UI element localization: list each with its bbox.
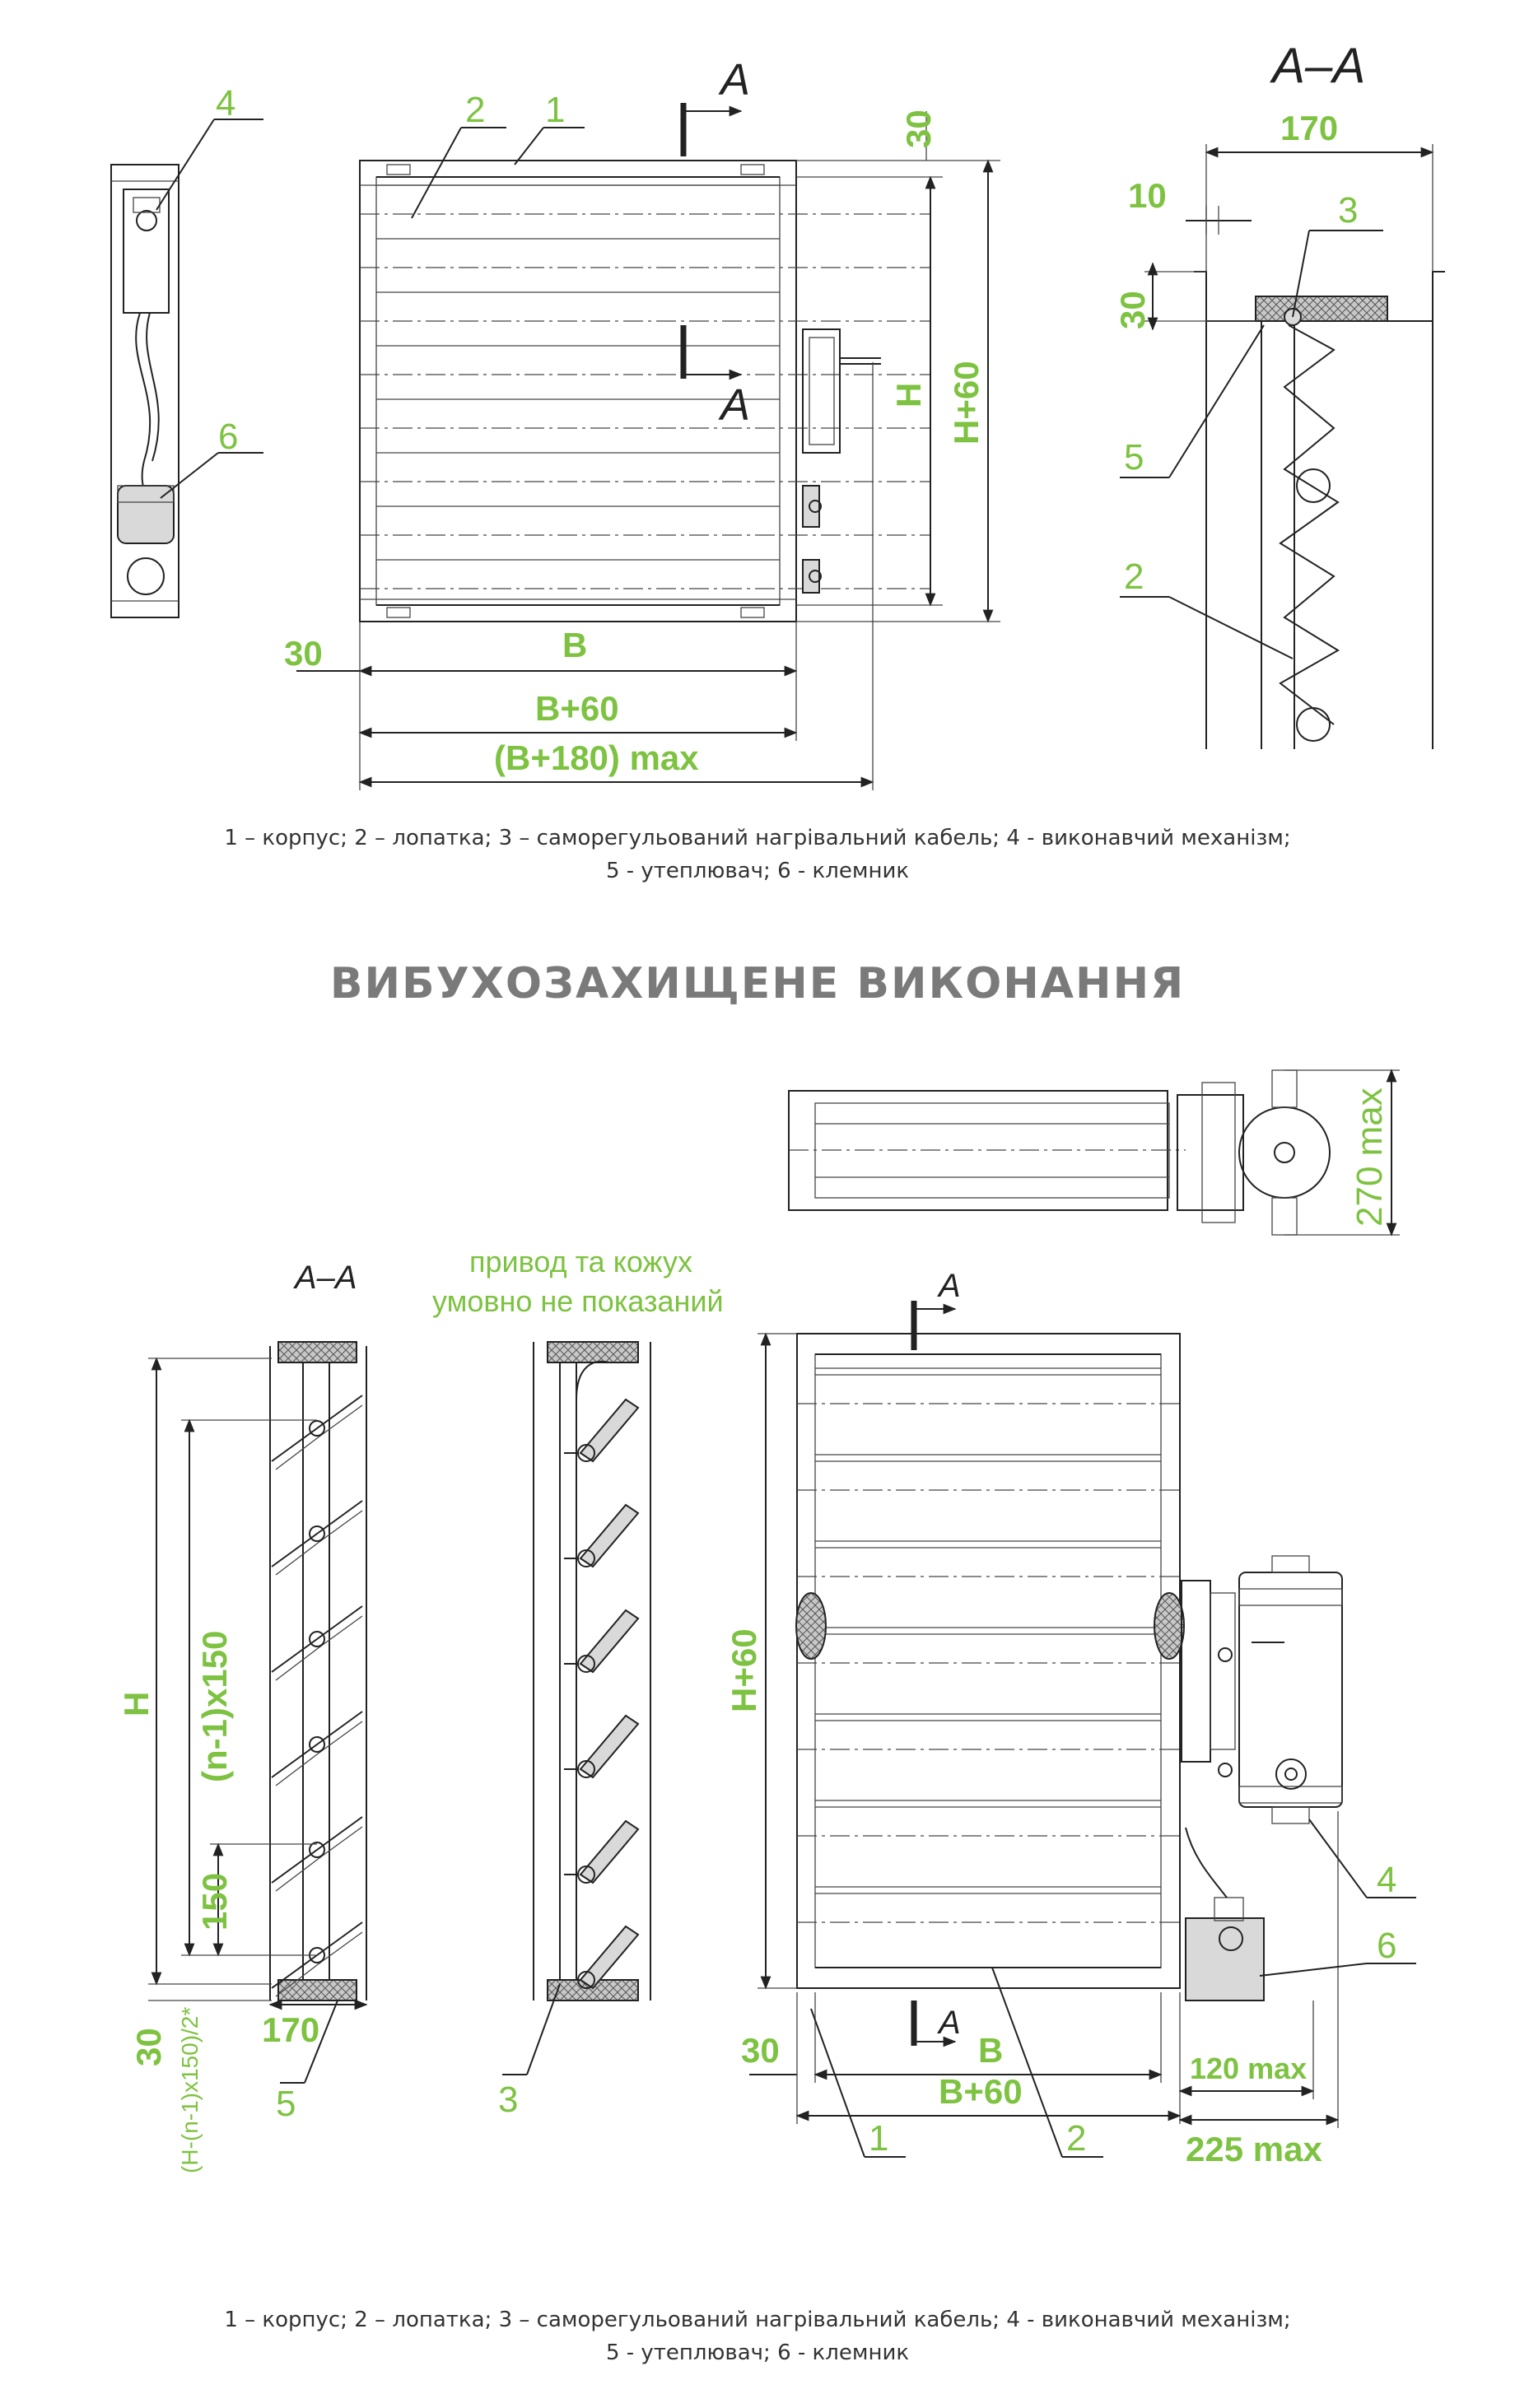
bottom-label-3: 3 [498,2080,518,2120]
top-label-6: 6 [218,417,238,457]
top-side-view [110,164,179,618]
blade-axis [577,1655,595,1673]
bottom-dim-150: 150 [195,1873,234,1931]
blade-edge [275,1510,363,1576]
blade [579,1714,640,1779]
blade [271,1395,363,1462]
top-leaders [156,119,585,499]
bottom-section-view [269,1341,367,2001]
top-section-label-2: 2 [1124,557,1144,597]
bottom-dim-n150: (n-1)x150 [195,1631,234,1782]
bottom-section-title: A–A [293,1260,357,1296]
top-dim-B: B [562,626,587,664]
top-dim-B60: B+60 [535,689,619,728]
blade-edge [275,1931,363,1997]
bottom-dim-270: 270 max [1350,1088,1390,1227]
blade-axis [309,1420,325,1437]
blade [579,1925,640,1990]
blade-axis [309,1525,325,1542]
blade [271,1605,363,1673]
bottom-section-blades [271,1395,363,1997]
top-dim-B180: (B+180) max [494,738,699,777]
bottom-label-6: 6 [1377,1926,1396,1966]
bottom-middle-blades [564,1398,640,1990]
blade-edge [275,1615,363,1681]
bottom-cut-mark-2: A [937,2005,961,2041]
bottom-label-2: 2 [1066,2118,1086,2159]
blade-axis [577,1971,595,1989]
blade [271,1711,363,1778]
top-cut-mark-2: A [718,380,750,430]
top-section-dim-10: 10 [1128,176,1167,215]
blade [579,1609,640,1674]
bottom-label-4: 4 [1377,1860,1396,1900]
bottom-note-line1: привод та кожух [469,1245,692,1279]
bottom-front-dims [749,1332,1416,2158]
bottom-label-1: 1 [869,2118,888,2159]
top-label-2: 2 [465,90,485,130]
bottom-dim-225: 225 max [1186,2130,1322,2168]
top-slats [360,184,930,589]
blade-axis [577,1865,595,1884]
top-section-label-3: 3 [1338,190,1358,231]
blade [579,1503,640,1568]
blade-edge [275,1721,363,1786]
top-front-view [359,103,930,622]
blade [579,1398,640,1463]
top-section-dim-30: 30 [1113,291,1152,329]
top-dim-30-top: 30 [899,109,938,148]
section-heading: ВИБУХОЗАХИЩЕНЕ ВИКОНАННЯ [329,959,1186,1008]
top-section-label-5: 5 [1124,437,1144,477]
top-dim-H60: H+60 [947,361,986,445]
bottom-dim-H: H [117,1692,156,1716]
bottom-dim-B: B [978,2031,1003,2070]
blade-edge [275,1404,363,1470]
top-caption-line2: 5 - утеплювач; 6 - клемник [605,859,910,883]
bottom-cut-mark-1: A [937,1268,961,1304]
top-label-1: 1 [545,90,565,130]
bottom-dim-30: 30 [129,2028,168,2066]
blade [271,1816,363,1884]
blade-axis [577,1549,595,1567]
top-cut-mark-1: A [718,55,750,105]
top-dim-30-left: 30 [284,634,323,673]
top-label-4: 4 [216,83,235,123]
top-dim-H: H [889,383,928,408]
bottom-section-dims [148,1357,368,2084]
top-section-dim-170: 170 [1280,109,1338,147]
blade-axis [577,1444,595,1462]
bottom-dim-B60: B+60 [939,2072,1023,2111]
bottom-caption: 1 – корпус; 2 – лопатка; 3 – саморегульо… [0,2303,1515,2369]
bottom-dim-30-front: 30 [741,2031,780,2070]
bottom-dim-170: 170 [262,2010,319,2049]
bottom-caption-line1: 1 – корпус; 2 – лопатка; 3 – саморегульо… [224,2308,1291,2332]
top-dimension-lines [296,111,1000,790]
blade-axis [309,1842,325,1858]
bottom-middle-view [502,1341,651,2075]
bottom-front-view [795,1301,1343,2047]
bottom-caption-line2: 5 - утеплювач; 6 - клемник [605,2340,910,2365]
blade-axis [577,1760,595,1778]
bottom-dim-H60: H+60 [725,1628,763,1712]
bottom-dim-formula: (H-(n-1)x150)/2* [177,2007,203,2173]
top-section-dims [1120,144,1434,659]
bottom-label-5: 5 [276,2084,296,2124]
top-caption-line1: 1 – корпус; 2 – лопатка; 3 – саморегульо… [224,826,1291,850]
blade-axis [309,1736,325,1753]
bottom-slats [797,1367,1180,1923]
top-section-view [1194,151,1445,749]
bottom-top-view [788,1069,1400,1237]
blade-edge [275,1826,363,1892]
blade [579,1819,640,1884]
bottom-dim-120: 120 max [1190,2052,1307,2085]
bottom-note-line2: умовно не показаний [432,1284,724,1318]
top-caption: 1 – корпус; 2 – лопатка; 3 – саморегульо… [0,822,1515,887]
blade [271,1500,363,1567]
top-section-title: A–A [1270,38,1365,93]
blade-axis [309,1631,325,1647]
